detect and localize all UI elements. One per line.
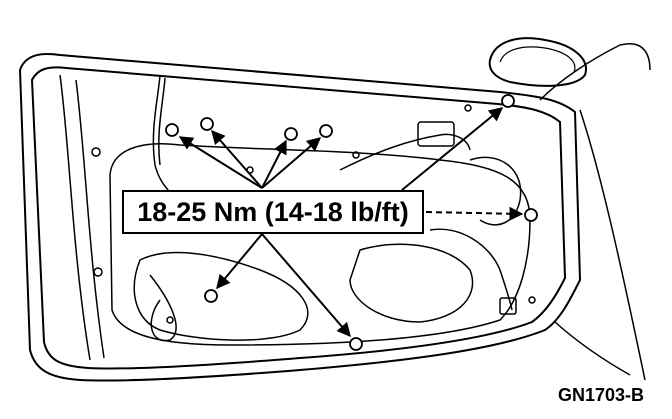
arrow-to-nut bbox=[178, 136, 263, 189]
arrow-to-nut bbox=[401, 107, 504, 191]
arrow-to-nut bbox=[425, 206, 524, 221]
nut-icon bbox=[319, 124, 333, 138]
figure-id-label: GN1703-B bbox=[557, 385, 644, 405]
torque-spec-label: 18-25 Nm (14-18 lb/ft) bbox=[122, 190, 424, 234]
arrow-to-nut bbox=[261, 137, 322, 189]
nut-icon bbox=[501, 94, 515, 108]
nut-icon bbox=[349, 337, 363, 351]
nut-icon bbox=[204, 289, 218, 303]
nut-icons bbox=[165, 94, 538, 351]
arrow-to-nut bbox=[261, 139, 287, 189]
arrow-to-nut bbox=[211, 129, 263, 189]
arrow-to-nut bbox=[216, 233, 263, 290]
nut-icon bbox=[165, 123, 179, 137]
arrow-to-nut bbox=[261, 233, 351, 338]
nut-icon bbox=[200, 117, 214, 131]
leader-arrows bbox=[178, 107, 524, 338]
nut-icon bbox=[284, 127, 298, 141]
mirror-housing bbox=[488, 37, 587, 87]
nut-icon bbox=[524, 208, 538, 222]
